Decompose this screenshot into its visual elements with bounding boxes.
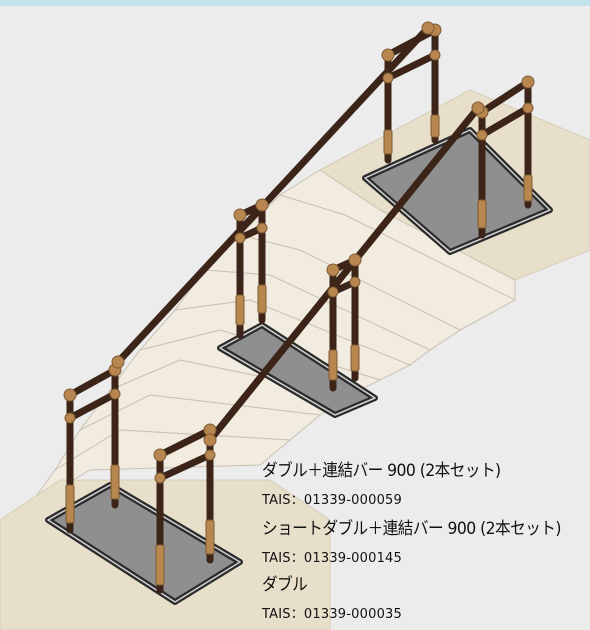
base-plate-upper (362, 127, 553, 255)
post-sleeves (65, 114, 533, 586)
pipe-joints (63, 21, 535, 484)
product-name-2: ショートダブル＋連結バー 900 (2本セット) (262, 519, 561, 539)
top-strip (0, 0, 590, 6)
connecting-bar-right (206, 104, 482, 444)
tais-code-3: TAIS：01339-000035 (262, 607, 402, 622)
base-plate-middle (217, 322, 378, 418)
tais-code-2: TAIS：01339-000145 (262, 551, 402, 566)
base-plates (45, 127, 553, 605)
product-name-1: ダブル＋連結バー 900 (2本セット) (262, 461, 501, 481)
product-name-3: ダブル (262, 575, 308, 595)
base-plate-lower (45, 482, 243, 605)
tais-code-1: TAIS：01339-000059 (262, 493, 402, 508)
connecting-bar-left (114, 24, 432, 366)
